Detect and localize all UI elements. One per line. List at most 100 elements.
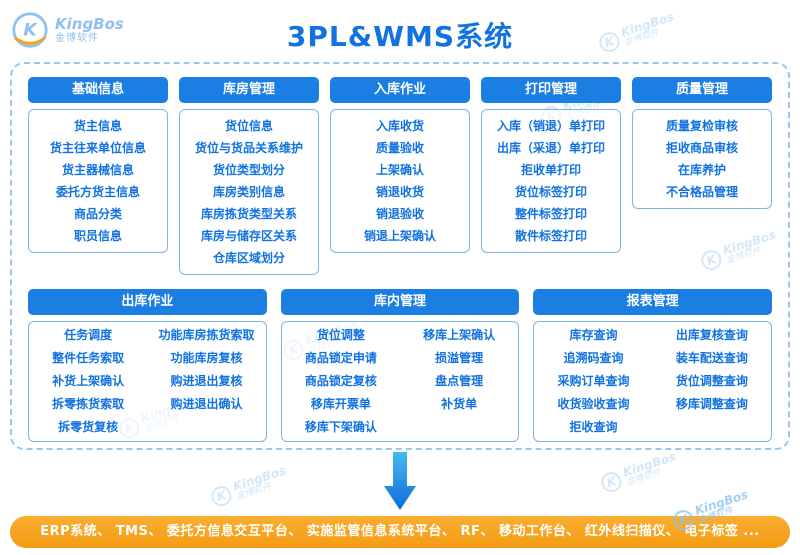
module-card-outbound: 出库作业 任务调度整件任务索取补货上架确认拆零拣货索取拆零货复核 功能库房拣货索… (28, 289, 267, 442)
module-card-header: 报表管理 (533, 289, 773, 315)
module-column-right: 功能库房拣货索取功能库房复核购进退出复核购进退出确认 (147, 324, 265, 439)
module-item: 上架确认 (375, 163, 424, 177)
module-item: 职员信息 (73, 229, 122, 243)
module-item: 仓库区域划分 (212, 251, 285, 265)
module-item: 整件标签打印 (514, 207, 587, 221)
module-item: 库房拣货类型关系 (200, 207, 297, 221)
module-item: 入库（销退）单打印 (496, 119, 605, 133)
module-item: 购进退出确认 (170, 397, 243, 411)
kingbos-logo-icon: K (12, 12, 48, 48)
module-card-header: 库房管理 (179, 77, 319, 103)
module-item: 不合格品管理 (665, 185, 738, 199)
module-item: 库房类别信息 (212, 185, 285, 199)
module-item: 移库调整查询 (675, 397, 748, 411)
module-card-header: 基础信息 (28, 77, 168, 103)
module-item: 货位调整查询 (675, 374, 748, 388)
module-item: 出库复核查询 (675, 328, 748, 342)
module-item: 损溢管理 (435, 351, 484, 365)
kingbos-logo-text: KingBos 金博软件 (55, 14, 124, 45)
module-card-body: 货主信息货主往来单位信息货主器械信息委托方货主信息商品分类职员信息 (28, 109, 168, 253)
module-item: 货位类型划分 (212, 163, 285, 177)
module-card-body: 库存查询追溯码查询采购订单查询收货验收查询拒收查询 出库复核查询装车配送查询货位… (533, 321, 773, 442)
svg-text:K: K (23, 21, 38, 41)
watermark-k-icon: K (598, 469, 625, 495)
module-item: 在库养护 (677, 163, 726, 177)
module-item: 货位信息 (224, 119, 273, 133)
logo-sub-text: 金博软件 (55, 32, 99, 44)
module-card-quality-mgmt: 质量管理 质量复检审核拒收商品审核在库养护不合格品管理 (632, 77, 772, 209)
module-item: 质量复检审核 (665, 119, 738, 133)
page-title: 3PL&WMS系统 (286, 20, 514, 53)
module-card-inwarehouse: 库内管理 货位调整商品锁定申请商品锁定复核移库开票单移库下架确认 移库上架确认损… (280, 289, 520, 442)
down-arrow-icon (384, 452, 416, 510)
module-item: 装车配送查询 (675, 351, 748, 365)
module-item: 拆零货复核 (58, 420, 119, 434)
module-card-body: 质量复检审核拒收商品审核在库养护不合格品管理 (632, 109, 772, 209)
module-item: 采购订单查询 (557, 374, 630, 388)
module-card-body: 货位调整商品锁定申请商品锁定复核移库开票单移库下架确认 移库上架确认损溢管理盘点… (280, 321, 520, 442)
module-item: 质量验收 (375, 141, 424, 155)
module-item: 出库（采退）单打印 (496, 141, 605, 155)
module-item: 商品分类 (73, 207, 122, 221)
module-item: 货主往来单位信息 (49, 141, 146, 155)
module-item: 补货上架确认 (52, 374, 125, 388)
module-item: 收货验收查询 (557, 397, 630, 411)
module-item: 销退上架确认 (363, 229, 436, 243)
module-card-body: 入库收货质量验收上架确认销退收货销退验收销退上架确认 (330, 109, 470, 253)
modules-row-2: 出库作业 任务调度整件任务索取补货上架确认拆零拣货索取拆零货复核 功能库房拣货索… (28, 289, 773, 442)
module-item: 移库下架确认 (304, 420, 377, 434)
module-column-right: 移库上架确认损溢管理盘点管理补货单 (400, 324, 518, 439)
module-item: 商品锁定复核 (304, 374, 377, 388)
module-item: 任务调度 (64, 328, 113, 342)
module-item: 委托方货主信息 (55, 185, 140, 199)
modules-row-1: 基础信息 货主信息货主往来单位信息货主器械信息委托方货主信息商品分类职员信息 库… (28, 77, 772, 275)
module-item: 功能库房拣货索取 (158, 328, 255, 342)
module-item: 整件任务索取 (52, 351, 125, 365)
module-card-header: 入库作业 (330, 77, 470, 103)
module-column-left: 任务调度整件任务索取补货上架确认拆零拣货索取拆零货复核 (29, 324, 147, 439)
module-item: 货位调整 (316, 328, 365, 342)
module-item: 货位与货品关系维护 (194, 141, 303, 155)
logo-brand-text: KingBos (55, 14, 124, 33)
module-item: 散件标签打印 (514, 229, 587, 243)
module-item: 货主信息 (73, 119, 122, 133)
module-card-header: 库内管理 (280, 289, 520, 315)
module-card-inbound: 入库作业 入库收货质量验收上架确认销退收货销退验收销退上架确认 (330, 77, 470, 253)
module-item: 购进退出复核 (170, 374, 243, 388)
module-item: 入库收货 (375, 119, 424, 133)
module-card-header: 质量管理 (632, 77, 772, 103)
module-item: 拒收查询 (569, 420, 618, 434)
module-item: 销退收货 (375, 185, 424, 199)
module-card-warehouse-mgmt: 库房管理 货位信息货位与货品关系维护货位类型划分库房类别信息库房拣货类型关系库房… (179, 77, 319, 275)
module-card-base-info: 基础信息 货主信息货主往来单位信息货主器械信息委托方货主信息商品分类职员信息 (28, 77, 168, 253)
module-card-body: 任务调度整件任务索取补货上架确认拆零拣货索取拆零货复核 功能库房拣货索取功能库房… (28, 321, 267, 442)
module-item: 盘点管理 (435, 374, 484, 388)
module-column-left: 库存查询追溯码查询采购订单查询收货验收查询拒收查询 (534, 324, 652, 439)
module-item: 销退验收 (375, 207, 424, 221)
module-card-reports: 报表管理 库存查询追溯码查询采购订单查询收货验收查询拒收查询 出库复核查询装车配… (533, 289, 773, 442)
module-item: 移库开票单 (310, 397, 371, 411)
module-item: 库房与储存区关系 (200, 229, 297, 243)
module-item: 补货单 (441, 397, 478, 411)
module-item: 货主器械信息 (61, 163, 134, 177)
modules-panel: 基础信息 货主信息货主往来单位信息货主器械信息委托方货主信息商品分类职员信息 库… (10, 62, 790, 450)
module-card-body: 入库（销退）单打印出库（采退）单打印拒收单打印货位标签打印整件标签打印散件标签打… (481, 109, 621, 253)
module-card-print-mgmt: 打印管理 入库（销退）单打印出库（采退）单打印拒收单打印货位标签打印整件标签打印… (481, 77, 621, 253)
module-item: 追溯码查询 (563, 351, 624, 365)
watermark-k-icon: K (208, 483, 235, 509)
module-item: 货位标签打印 (514, 185, 587, 199)
module-item: 拆零拣货索取 (52, 397, 125, 411)
module-card-header: 出库作业 (28, 289, 267, 315)
module-item: 商品锁定申请 (304, 351, 377, 365)
module-item: 拒收单打印 (520, 163, 581, 177)
module-column-right: 出库复核查询装车配送查询货位调整查询移库调整查询 (653, 324, 771, 439)
kingbos-logo: K KingBos 金博软件 (10, 10, 124, 50)
module-item: 拒收商品审核 (665, 141, 738, 155)
module-item: 库存查询 (569, 328, 618, 342)
module-column-left: 货位调整商品锁定申请商品锁定复核移库开票单移库下架确认 (282, 324, 400, 439)
module-item: 功能库房复核 (170, 351, 243, 365)
external-systems-bar: ERP系统、 TMS、 委托方信息交互平台、 实施监管信息系统平台、 RF、 移… (10, 516, 790, 548)
data-flow-arrow (384, 452, 416, 510)
